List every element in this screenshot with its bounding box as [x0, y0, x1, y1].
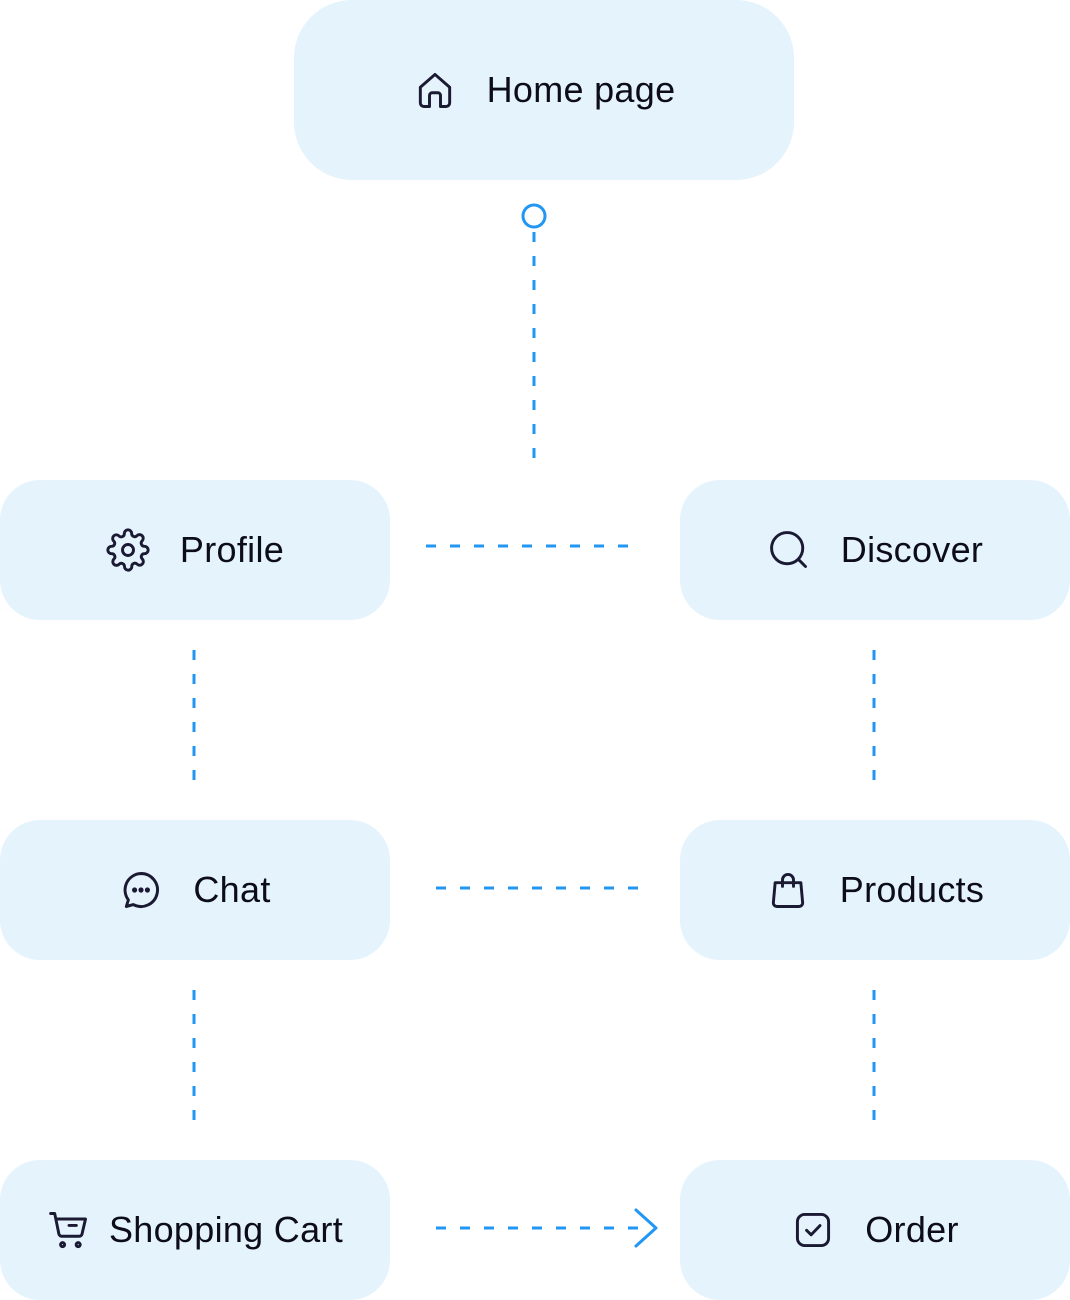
node-home-page[interactable]: Home page — [294, 0, 794, 180]
node-label: Chat — [193, 869, 271, 910]
node-label: Order — [865, 1209, 959, 1250]
node-chat[interactable]: Chat — [0, 820, 390, 960]
search-icon — [767, 528, 811, 572]
node-shopping-cart[interactable]: Shopping Cart — [0, 1160, 390, 1300]
node-order[interactable]: Order — [680, 1160, 1070, 1300]
chat-bubble-icon — [119, 868, 163, 912]
node-label: Discover — [840, 529, 984, 570]
checkbox-icon — [791, 1208, 835, 1252]
edge-start-marker — [521, 203, 547, 229]
node-label: Products — [839, 869, 985, 910]
cart-icon — [47, 1208, 91, 1252]
node-label: Home page — [486, 69, 676, 110]
node-profile[interactable]: Profile — [0, 480, 390, 620]
node-products[interactable]: Products — [680, 820, 1070, 960]
node-discover[interactable]: Discover — [680, 480, 1070, 620]
shopping-bag-icon — [766, 868, 810, 912]
edge-arrow-head — [634, 1208, 658, 1248]
node-label: Shopping Cart — [108, 1209, 344, 1250]
gear-icon — [106, 528, 150, 572]
home-icon — [413, 68, 457, 112]
node-label: Profile — [179, 529, 285, 570]
